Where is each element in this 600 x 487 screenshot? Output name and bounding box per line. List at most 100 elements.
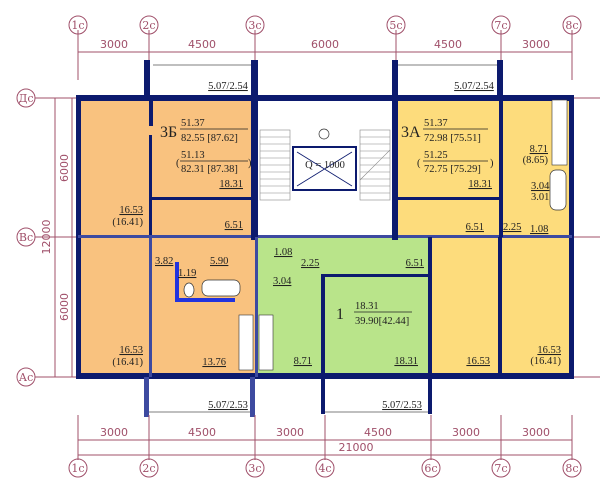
axis-bubble-3c: 3c <box>245 458 265 478</box>
dimension-label: 3000 <box>100 38 128 51</box>
balcony-area: 5.07/2.53 <box>208 400 248 411</box>
axis-bubble-2c: 2c <box>139 458 159 478</box>
dimension-label: 3000 <box>276 426 304 439</box>
axis-label: 3c <box>248 462 261 475</box>
dimension-label: 6000 <box>311 38 339 51</box>
axis-bubble-3c: 3c <box>245 15 265 35</box>
total-area-alt: 72.75 [75.29] <box>424 164 481 175</box>
dimension-label: 3000 <box>522 38 550 51</box>
axis-bubble-ac: Ас <box>16 367 36 387</box>
room-area: 8.71 <box>530 144 548 155</box>
axis-bubble-4c: 4c <box>315 458 335 478</box>
axis-bubble-5c: 5c <box>386 15 406 35</box>
room-area: 1.08 <box>274 247 292 258</box>
room-area: 2.25 <box>301 258 319 269</box>
axis-bubble-7c: 7c <box>491 458 511 478</box>
room-area-alt: (16.41) <box>112 217 143 228</box>
room-area: 16.53 <box>119 205 143 216</box>
room-area: 18.31 <box>219 179 243 190</box>
axis-bubble-dc: Дс <box>16 88 36 108</box>
apartment-3b: 3Б 51.37 82.55 [87.62] 51.13 82.31 [87.3… <box>112 118 252 368</box>
stove-icon <box>238 314 254 371</box>
living-area: 18.31 <box>355 301 379 312</box>
room-area: 16.53 <box>537 345 561 356</box>
dimension-total: 21000 <box>339 441 374 454</box>
balcony-area: 5.07/2.54 <box>454 81 494 92</box>
axis-label: 1c <box>71 462 84 475</box>
apartment-number: 3А <box>401 124 421 141</box>
room-area: 16.53 <box>466 356 490 367</box>
axis-bubble-8c: 8c <box>562 15 582 35</box>
apartment-3a-area-top <box>396 98 572 237</box>
apartment-3a: 3А 51.37 72.98 [75.51] 51.25 72.75 [75.2… <box>401 118 561 367</box>
axis-label: 7c <box>494 462 507 475</box>
axis-label: 1c <box>71 19 84 32</box>
apartment-number: 1 <box>336 306 344 323</box>
room-area: 18.31 <box>394 356 418 367</box>
axis-bubble-1c: 1c <box>68 458 88 478</box>
axis-label: Ас <box>19 371 34 384</box>
living-area-alt: 51.25 <box>424 150 448 161</box>
toilet-icon <box>183 282 195 298</box>
axis-bubble-7c: 7c <box>491 15 511 35</box>
dimension-label: 4500 <box>188 426 216 439</box>
total-area: 39.90[42.44] <box>355 316 409 327</box>
stairs <box>259 129 391 201</box>
svg-text:): ) <box>490 158 494 169</box>
dimension-label: 4500 <box>434 38 462 51</box>
total-area: 82.55 [87.62] <box>181 133 238 144</box>
room-area: 5.90 <box>210 256 228 267</box>
axis-label: 2c <box>142 462 155 475</box>
dimension-label: 12000 <box>40 220 53 255</box>
bottom-axis: 3000 4500 3000 4500 3000 3000 21000 1c 2… <box>68 415 582 478</box>
room-area: 6.51 <box>466 222 484 233</box>
stove-icon <box>551 99 568 166</box>
dimension-label: 3000 <box>452 426 480 439</box>
living-area-alt: 51.13 <box>181 150 205 161</box>
living-area: 51.37 <box>181 118 205 129</box>
axis-label: 8c <box>565 19 578 32</box>
walls <box>76 60 574 417</box>
axis-bubble-2c: 2c <box>139 15 159 35</box>
room-area-alt: (16.41) <box>530 356 561 367</box>
bathtub-icon <box>201 279 241 297</box>
axis-label: Дс <box>18 92 33 105</box>
axis-label: 7c <box>494 19 507 32</box>
axis-label: 6c <box>424 462 437 475</box>
axis-bubble-6c: 6c <box>421 458 441 478</box>
axis-label: 8c <box>565 462 578 475</box>
room-area-alt: (16.41) <box>112 357 143 368</box>
room-area: 1.19 <box>178 268 196 279</box>
balcony-area: 5.07/2.54 <box>208 81 248 92</box>
room-area-alt: (8.65) <box>523 155 549 166</box>
total-area-alt: 82.31 [87.38] <box>181 164 238 175</box>
top-axis: 1c 2c 3c 5c 7c 8c 3000 4500 6000 4500 30… <box>68 15 582 80</box>
dimension-label: 6000 <box>58 293 71 321</box>
dimension-label: 3000 <box>522 426 550 439</box>
total-area: 72.98 [75.51] <box>424 133 481 144</box>
balconies: 5.07/2.54 5.07/2.54 5.07/2.53 5.07/2.53 <box>149 64 497 413</box>
room-area: 8.71 <box>294 356 312 367</box>
axis-bubble-8c: 8c <box>562 458 582 478</box>
axis-label: Вс <box>19 231 33 244</box>
room-area: 6.51 <box>225 220 243 231</box>
axis-bubble-vc: Вс <box>16 227 36 247</box>
room-area: 3.04 <box>531 181 550 192</box>
dimension-label: 4500 <box>188 38 216 51</box>
room-area: 6.51 <box>406 258 424 269</box>
dimension-label: 6000 <box>58 154 71 182</box>
svg-text:(: ( <box>176 158 180 169</box>
room-area: 18.31 <box>468 179 492 190</box>
apartment-1: 1 18.31 39.90[42.44] 1.08 2.25 3.04 6.51… <box>273 247 424 367</box>
svg-text:(: ( <box>417 158 421 169</box>
apartment-number: 3Б <box>160 124 177 141</box>
room-area: 1.08 <box>530 224 548 235</box>
room-area: 3.04 <box>273 276 292 287</box>
living-area: 51.37 <box>424 118 448 129</box>
dimension-label: 3000 <box>100 426 128 439</box>
lift-button-icon <box>318 128 330 140</box>
axis-label: 3c <box>248 19 261 32</box>
axis-label: 4c <box>318 462 331 475</box>
room-area-alt: 3.01 <box>531 192 549 203</box>
